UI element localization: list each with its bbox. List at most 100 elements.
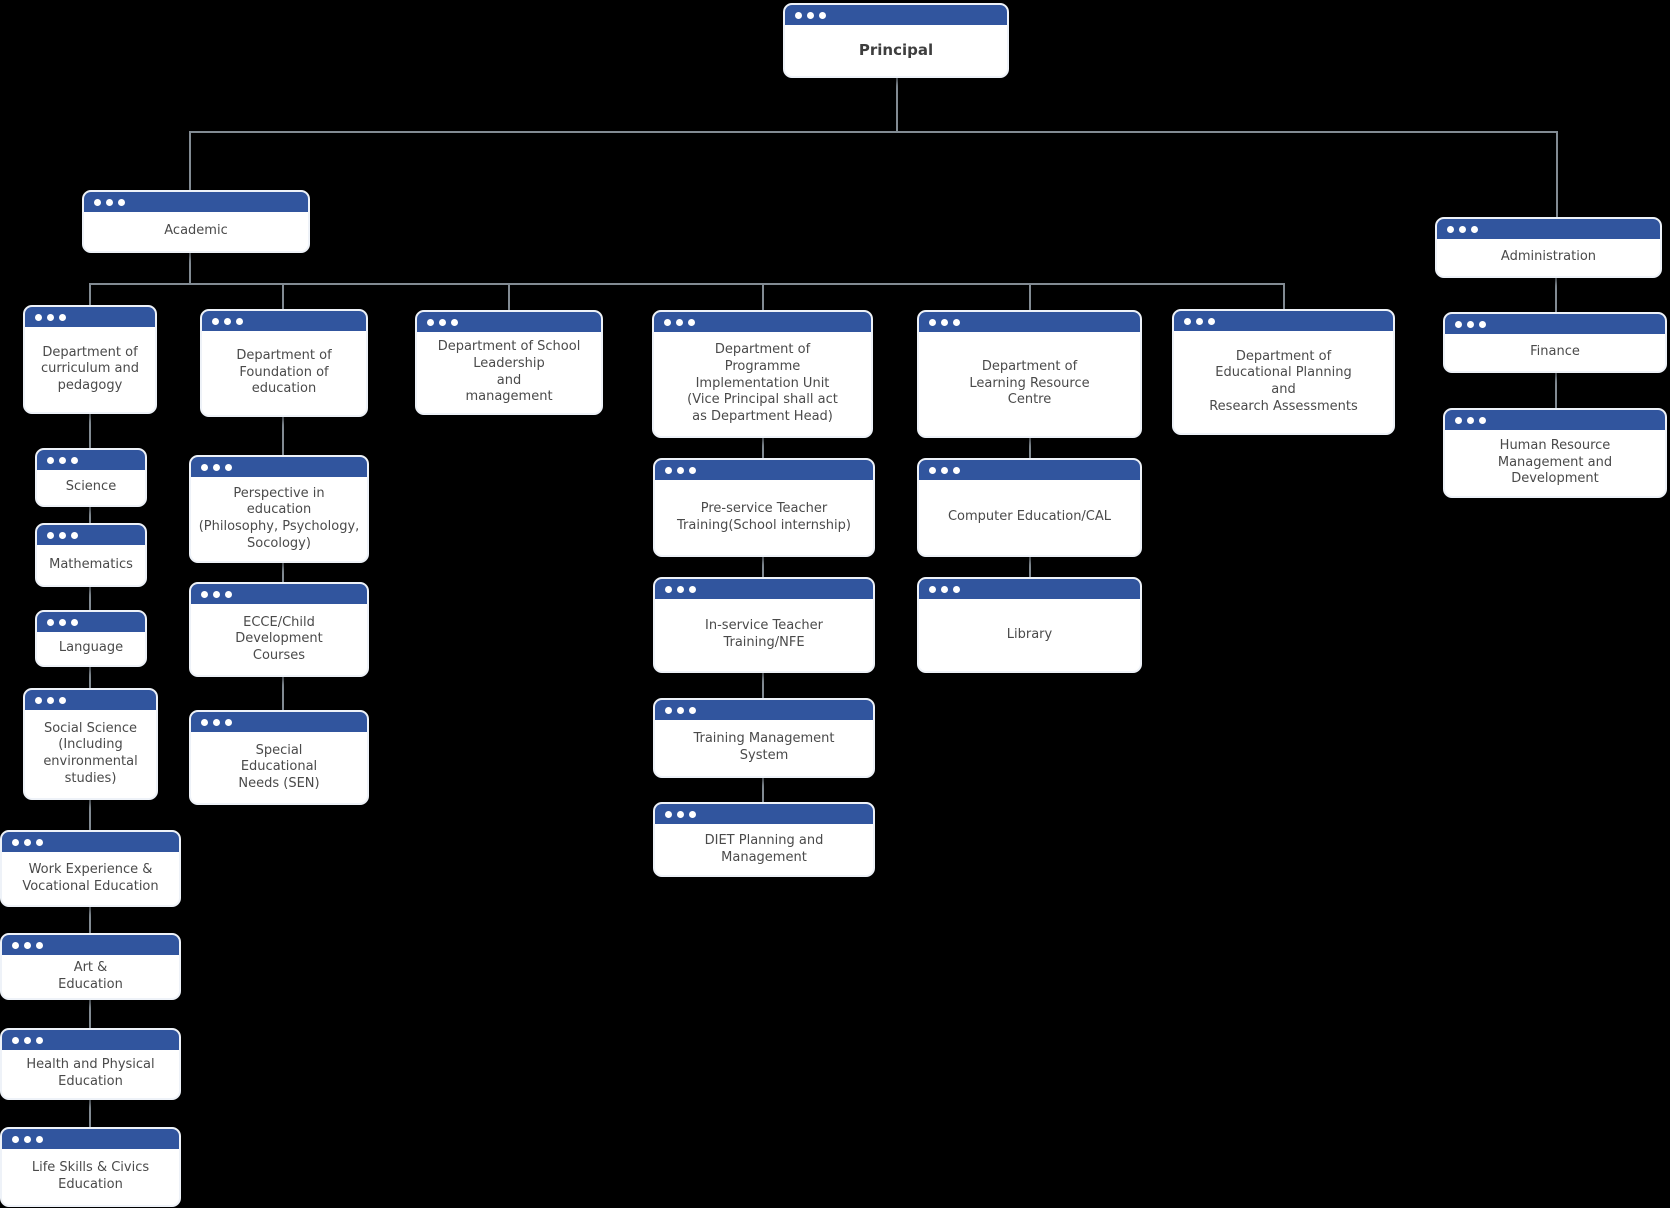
window-dot-icon	[427, 318, 434, 326]
window-dot-icon	[941, 466, 948, 474]
node-dept-school-leadership: Department of School Leadership and mana…	[415, 310, 603, 415]
connector-line	[1555, 276, 1557, 314]
window-titlebar	[1445, 410, 1665, 430]
node-label: Health and Physical Education	[26, 1057, 155, 1089]
connector-line	[762, 776, 764, 804]
window-dot-icon	[12, 1036, 19, 1044]
window-dot-icon	[71, 618, 78, 626]
node-language: Language	[35, 610, 147, 667]
window-dot-icon	[941, 585, 948, 593]
node-label: Work Experience & Vocational Education	[22, 861, 159, 894]
window-dot-icon	[665, 810, 672, 818]
window-titlebar	[37, 525, 145, 545]
node-label: Finance	[1530, 344, 1580, 360]
window-dot-icon	[36, 838, 43, 846]
window-titlebar	[191, 584, 367, 604]
node-art-education: Art & Education	[0, 933, 181, 1000]
connector-line	[1029, 283, 1031, 312]
node-label: In-service Teacher Training/NFE	[705, 618, 823, 650]
connector-line	[89, 1098, 91, 1129]
node-label: Department of School Leadership and mana…	[437, 339, 581, 405]
window-dot-icon	[47, 531, 54, 539]
window-titlebar	[37, 450, 145, 470]
window-titlebar	[919, 579, 1140, 599]
window-dot-icon	[689, 585, 696, 593]
node-label: Special Educational Needs (SEN)	[238, 742, 320, 791]
connector-line	[1029, 555, 1031, 579]
window-dot-icon	[953, 318, 960, 326]
window-dot-icon	[1471, 225, 1478, 233]
connector-line	[89, 283, 91, 307]
node-in-service-teacher-training: In-service Teacher Training/NFE	[653, 577, 875, 673]
window-titlebar	[919, 460, 1140, 480]
connector-line	[89, 505, 91, 525]
node-label: Training Management System	[693, 731, 835, 763]
window-titlebar	[919, 312, 1140, 332]
window-dot-icon	[929, 466, 936, 474]
window-dot-icon	[47, 456, 54, 464]
window-dot-icon	[1467, 416, 1474, 424]
node-label: Pre-service Teacher Training(School inte…	[677, 500, 851, 533]
window-dot-icon	[665, 585, 672, 593]
window-dot-icon	[59, 618, 66, 626]
window-dot-icon	[71, 531, 78, 539]
node-label: Administration	[1500, 249, 1597, 265]
node-special-educational-needs: Special Educational Needs (SEN)	[189, 710, 369, 805]
node-label: Principal	[858, 40, 934, 59]
window-dot-icon	[1184, 317, 1191, 325]
window-dot-icon	[213, 590, 220, 598]
connector-line	[89, 413, 91, 450]
window-dot-icon	[807, 11, 814, 19]
window-titlebar	[2, 1030, 179, 1050]
node-dept-educational-planning: Department of Educational Planning and R…	[1172, 309, 1395, 435]
window-dot-icon	[953, 466, 960, 474]
window-dot-icon	[59, 456, 66, 464]
window-dot-icon	[24, 941, 31, 949]
window-titlebar	[785, 5, 1007, 25]
connector-line	[762, 555, 764, 579]
window-dot-icon	[1479, 416, 1486, 424]
window-dot-icon	[236, 317, 243, 325]
node-social-science: Social Science (Including environmental …	[23, 688, 158, 800]
node-label: Department of Educational Planning and R…	[1209, 348, 1358, 414]
window-dot-icon	[1467, 320, 1474, 328]
window-dot-icon	[819, 11, 826, 19]
connector-line	[189, 131, 1558, 133]
connector-line	[89, 998, 91, 1030]
window-titlebar	[37, 612, 145, 632]
node-label: Life Skills & Civics Education	[31, 1160, 150, 1192]
node-administration: Administration	[1435, 217, 1662, 278]
node-label: Academic	[164, 223, 228, 239]
window-dot-icon	[59, 313, 66, 321]
window-titlebar	[655, 460, 873, 480]
window-dot-icon	[12, 838, 19, 846]
connector-line	[282, 561, 284, 584]
node-computer-education-cal: Computer Education/CAL	[917, 458, 1142, 557]
node-training-management-system: Training Management System	[653, 698, 875, 778]
window-dot-icon	[929, 318, 936, 326]
node-academic: Academic	[82, 190, 310, 253]
node-label: Department of curriculum and pedagogy	[41, 344, 139, 393]
window-dot-icon	[24, 838, 31, 846]
node-label: Art & Education	[58, 959, 123, 992]
connector-line	[189, 252, 191, 285]
window-dot-icon	[12, 941, 19, 949]
window-dot-icon	[451, 318, 458, 326]
window-dot-icon	[665, 706, 672, 714]
window-dot-icon	[12, 1135, 19, 1143]
window-dot-icon	[59, 531, 66, 539]
window-dot-icon	[47, 696, 54, 704]
node-label: Human Resource Management and Developmen…	[1497, 438, 1613, 487]
window-dot-icon	[1479, 320, 1486, 328]
window-titlebar	[1174, 311, 1393, 331]
window-dot-icon	[665, 466, 672, 474]
window-dot-icon	[201, 718, 208, 726]
window-dot-icon	[689, 466, 696, 474]
connector-line	[1555, 371, 1557, 410]
window-titlebar	[655, 700, 873, 720]
window-dot-icon	[1455, 416, 1462, 424]
window-dot-icon	[689, 810, 696, 818]
window-titlebar	[655, 579, 873, 599]
window-dot-icon	[677, 466, 684, 474]
window-titlebar	[191, 712, 367, 732]
